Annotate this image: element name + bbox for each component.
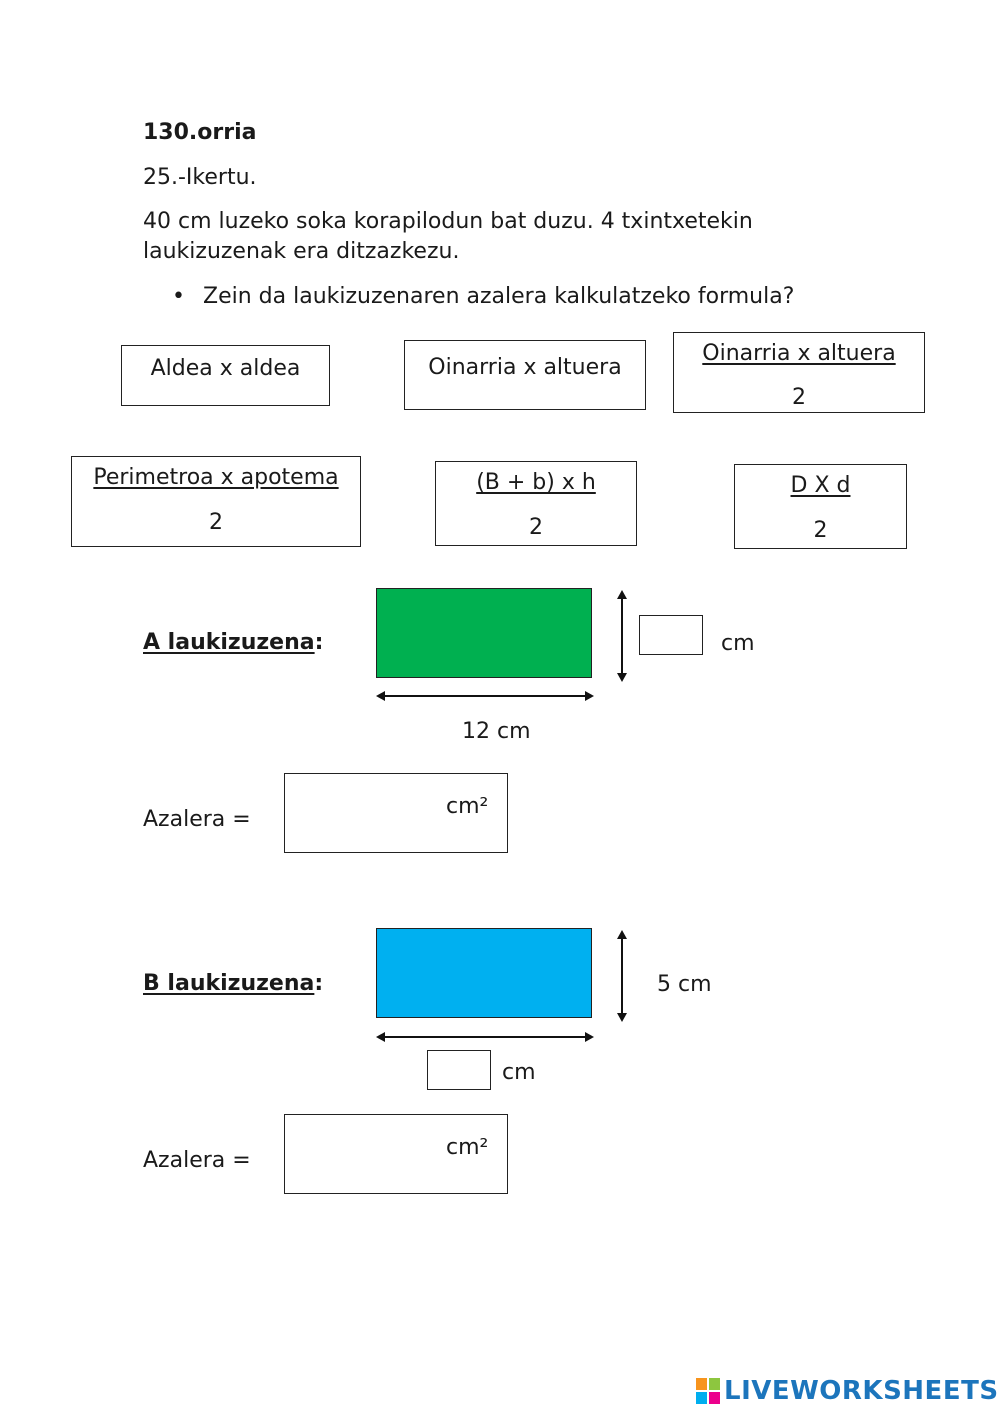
formula-numerator: Oinarria x altuera [702,341,896,366]
formula-denominator: 2 [209,510,223,535]
rect-a-height-input[interactable] [639,615,703,655]
rect-b-width-unit: cm [502,1060,536,1085]
formula-option-4[interactable]: Perimetroa x apotema 2 [71,456,361,547]
rect-a-area-input[interactable]: cm² [284,773,508,853]
formula-text: Oinarria x altuera [428,355,622,380]
rect-b-name: B laukizuzena [143,971,315,996]
rect-b-width-input[interactable] [427,1050,491,1090]
rect-b-height-label: 5 cm [657,972,712,997]
page-title: 130.orria [143,120,257,145]
formula-text: Aldea x aldea [150,356,301,381]
rect-a-height-arrow [617,590,627,682]
rect-a-area-unit: cm² [446,794,489,819]
rect-b-area-unit: cm² [446,1135,489,1160]
formula-option-1[interactable]: Aldea x aldea [121,345,330,406]
rect-a-width-label: 12 cm [462,719,531,744]
rect-a-shape [376,588,592,678]
rect-a-area-label: Azalera = [143,807,251,832]
rect-a-width-arrow [376,691,594,701]
rect-b-colon: : [314,971,324,996]
rect-a-label: A laukizuzena: [143,628,323,658]
intro-line-2: laukizuzenak era ditzazkezu. [143,239,460,264]
exercise-title: 25.-Ikertu. [143,165,257,190]
formula-numerator: D X d [790,473,851,498]
formula-option-3[interactable]: Oinarria x altuera 2 [673,332,925,413]
rect-b-label: B laukizuzena: [143,969,323,999]
formula-numerator: Perimetroa x apotema [93,465,339,490]
formula-option-5[interactable]: (B + b) x h 2 [435,461,637,546]
question-bullet: • [172,284,185,309]
liveworksheets-logo-icon [696,1378,720,1404]
rect-a-height-unit: cm [721,631,755,656]
rect-b-shape [376,928,592,1018]
intro-line-1: 40 cm luzeko soka korapilodun bat duzu. … [143,209,753,234]
formula-denominator: 2 [792,385,806,410]
rect-b-area-label: Azalera = [143,1148,251,1173]
formula-option-6[interactable]: D X d 2 [734,464,907,549]
liveworksheets-brand: LIVEWORKSHEETS [724,1376,999,1406]
rect-b-area-input[interactable]: cm² [284,1114,508,1194]
formula-option-2[interactable]: Oinarria x altuera [404,340,646,410]
rect-a-name: A laukizuzena [143,630,315,655]
formula-denominator: 2 [813,518,828,543]
liveworksheets-logo: LIVEWORKSHEETS [696,1376,999,1406]
rect-b-height-arrow [617,930,627,1022]
rect-b-width-arrow [376,1032,594,1042]
rect-a-colon: : [314,630,324,655]
formula-denominator: 2 [529,515,543,540]
formula-numerator: (B + b) x h [476,470,596,495]
question-text: Zein da laukizuzenaren azalera kalkulatz… [203,284,795,309]
